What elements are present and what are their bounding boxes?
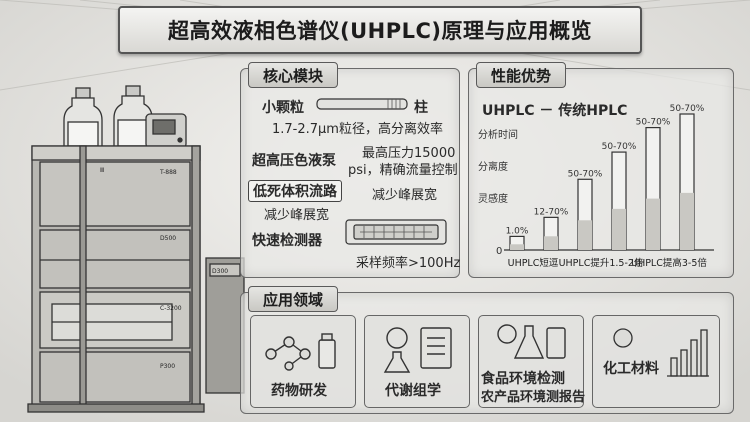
applications-heading: 应用领域 (248, 286, 339, 312)
module-label: D500 (160, 235, 176, 242)
molecule-icon (265, 333, 336, 371)
bar-value-label: 50-70% (568, 169, 603, 179)
performance-heading: 性能优势 (476, 62, 567, 88)
app-label: 药物研发 (271, 383, 327, 399)
flow-desc-right: 减少峰展宽 (372, 188, 438, 203)
uhplc-instrument-illustration: Ⅲ T-888 D500 C-3200 P300 D300 (27, 85, 245, 413)
pump-desc-line-2: psi，精确流量控制 (348, 163, 458, 178)
bar-shade (646, 198, 660, 250)
row-label: 灵感度 (478, 192, 508, 205)
flask-checklist-icon (383, 327, 452, 373)
app-card-metabolomics[interactable]: 代谢组学 (364, 315, 470, 408)
page-title: 超高效液相色谱仪(UHPLC)原理与应用概览 (167, 19, 592, 43)
detector-label: 快速检测器 (252, 233, 322, 249)
chemical-bars-icon (613, 328, 709, 377)
bar-shade (578, 220, 592, 250)
module-label: T-888 (159, 169, 177, 176)
bar-shade (680, 192, 694, 250)
category-label: UHPLC短逗 (508, 257, 559, 269)
pump-label: 超高压色液泵 (252, 153, 336, 169)
bar-value-label: 50-70% (602, 142, 637, 152)
flow-path-label: 低死体积流路 (248, 180, 342, 202)
module-label: C-3200 (160, 305, 182, 312)
category-label: UHPLC提升1.5-2倍 (559, 257, 644, 269)
bar-shade (612, 208, 626, 250)
solvent-bottle-icon (113, 85, 153, 157)
particle-label: 小颗粒 (262, 100, 304, 116)
zero-tick-label: 0 (496, 246, 502, 257)
bar-value-label: 50-70% (636, 118, 671, 128)
app-card-chemical[interactable]: 化工材料 (592, 315, 720, 408)
bar-value-label: 1.0% (506, 226, 529, 236)
side-unit-label: D300 (212, 268, 228, 275)
flow-cell-icon (345, 219, 447, 245)
app-label: 化工材料 (603, 361, 659, 377)
bar-shade (544, 236, 558, 250)
controller-screen-icon (145, 113, 187, 149)
row-label: 分离度 (478, 160, 508, 173)
lab-flask-icon (497, 324, 566, 359)
pump-desc-line-1: 最高压力15000 (362, 146, 456, 161)
app-card-pharma[interactable]: 药物研发 (250, 315, 356, 408)
title-banner: 超高效液相色谱仪(UHPLC)原理与应用概览 (100, 6, 660, 54)
compare-title: UHPLC － 传统HPLC (482, 103, 628, 119)
module-label: P300 (160, 363, 175, 370)
core-modules-heading: 核心模块 (248, 62, 339, 88)
particle-desc: 1.7-2.7μm粒径，高分离效率 (272, 122, 443, 137)
bar-value-label: 12-70% (534, 207, 569, 217)
bar-shade (510, 244, 524, 250)
bar-value-label: 50-70% (670, 104, 705, 114)
column-icon (316, 98, 408, 110)
app-sublabel: 农产品环境测报告 (481, 390, 586, 405)
solvent-bottle-icon (63, 87, 103, 157)
brand-badge: Ⅲ (100, 167, 104, 174)
app-label: 食品环境检测 (481, 371, 565, 387)
row-label: 分析时间 (478, 128, 518, 141)
category-label: UHPLC提高3-5倍 (631, 257, 707, 269)
app-label: 代谢组学 (385, 383, 441, 399)
column-label: 柱 (414, 100, 428, 116)
app-card-food-env[interactable]: 食品环境检测 农产品环境测报告 (478, 315, 586, 408)
flow-desc: 减少峰展宽 (264, 208, 330, 223)
detector-desc: 采样频率>100Hz (356, 256, 461, 271)
